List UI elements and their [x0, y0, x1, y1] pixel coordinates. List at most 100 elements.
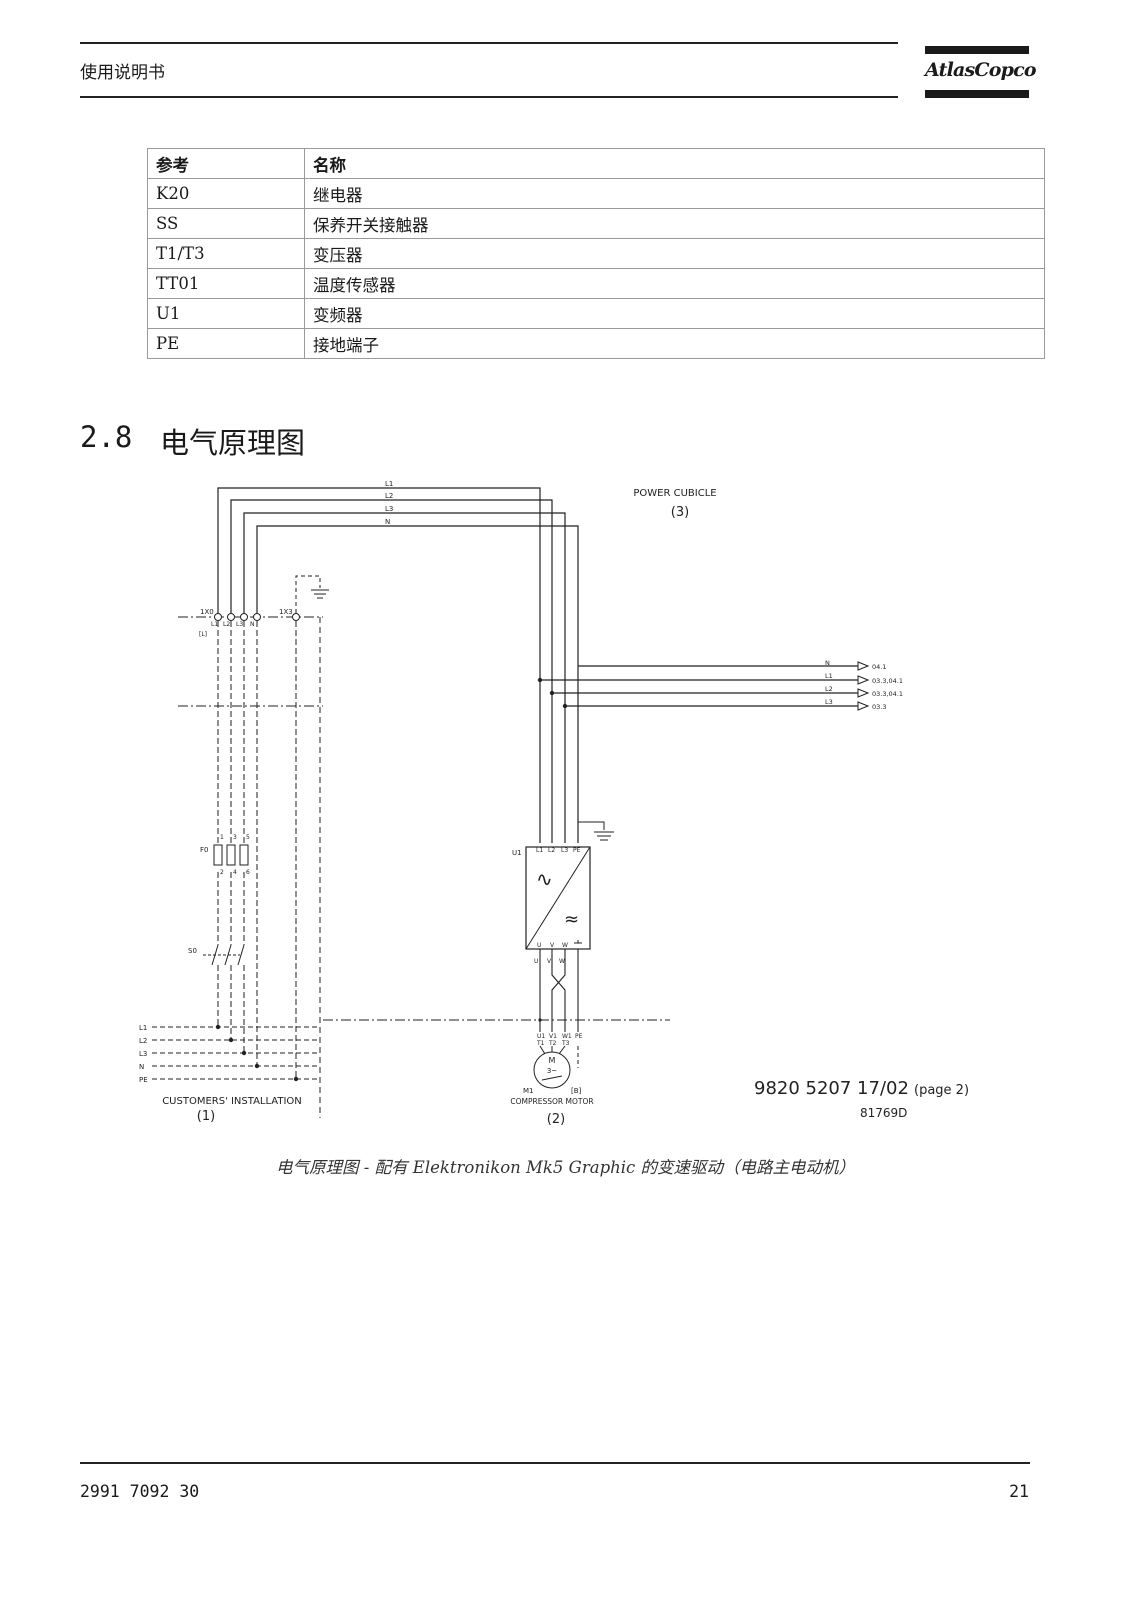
header-rule-bottom [80, 96, 898, 98]
u1-input-label: L1 [536, 847, 543, 854]
cell-reference: T1/T3 [147, 238, 305, 269]
header-rule-top [80, 42, 898, 44]
u1-input-label: L2 [548, 847, 555, 854]
terminal-1x0-sub: [L] [199, 631, 207, 638]
compressor-motor-number: (2) [547, 1112, 565, 1127]
fuse-top-number: 3 [233, 834, 237, 841]
output-line-label: L1 [825, 672, 833, 680]
u1-frequency-symbol: ≈ [564, 909, 579, 930]
motor-terminal-top: U1 [537, 1033, 545, 1040]
cell-name: 继电器 [304, 178, 1045, 209]
terminal-1x0-label: 1X0 [200, 608, 214, 616]
output-ref: 03.3 [872, 703, 886, 711]
diagram-caption: 电气原理图 - 配有 Elektronikon Mk5 Graphic 的变速驱… [275, 1158, 856, 1177]
customers-installation-number: (1) [197, 1109, 215, 1124]
motor-phase: 3~ [547, 1067, 557, 1075]
fuse-bottom-number: 4 [233, 869, 237, 876]
u1-output-vertical: W [559, 958, 565, 965]
cell-reference: TT01 [147, 268, 305, 299]
supply-line-label: N [385, 518, 390, 526]
customer-line-label: L1 [139, 1024, 147, 1032]
fuse-bottom-number: 2 [220, 869, 224, 876]
cell-name: 保养开关接触器 [304, 208, 1045, 239]
output-ref: 03.3,04.1 [872, 677, 903, 685]
motor-terminal-bottom: T1 [536, 1040, 545, 1047]
output-ref: 03.3,04.1 [872, 690, 903, 698]
manual-title: 使用说明书 [80, 63, 165, 83]
cell-name: 变频器 [304, 298, 1045, 329]
terminal-1x0-line: L3 [236, 621, 243, 628]
page-number: 21 [1009, 1482, 1029, 1501]
document-number: 2991 7092 30 [80, 1482, 200, 1501]
cell-reference: U1 [147, 298, 305, 329]
motor-terminal-top: W1 [562, 1033, 572, 1040]
u1-output-label: V [550, 942, 555, 949]
fuse-bottom-number: 6 [246, 869, 250, 876]
supply-line-label: L1 [385, 480, 393, 488]
cell-reference: PE [147, 328, 305, 359]
cell-name: 接地端子 [304, 328, 1045, 359]
customer-line-label: L2 [139, 1037, 147, 1045]
column-header-reference: 参考 [147, 148, 305, 179]
logo-bar-bottom [925, 90, 1029, 98]
motor-terminal-bottom: T3 [561, 1040, 570, 1047]
section-number: 2.8 [80, 420, 133, 454]
drawing-page: (page 2) [914, 1083, 969, 1098]
customer-line-label: N [139, 1063, 144, 1071]
motor-bracket: [B] [571, 1087, 582, 1095]
u1-output-vertical: U [534, 958, 538, 965]
fuse-top-number: 5 [246, 834, 250, 841]
output-ref: 04.1 [872, 663, 886, 671]
customer-line-label: L3 [139, 1050, 147, 1058]
terminal-1x0-line: L2 [223, 621, 230, 628]
u1-sine-symbol: ∿ [536, 867, 553, 891]
motor-terminal-top: V1 [549, 1033, 557, 1040]
u1-output-vertical: V [547, 958, 552, 965]
fuse-label: F0 [200, 846, 208, 854]
logo-bar-top [925, 46, 1029, 54]
u1-output-label: W [562, 942, 568, 949]
cell-reference: SS [147, 208, 305, 239]
section-title: 电气原理图 [160, 426, 306, 460]
table-header-row: 参考 名称 [147, 148, 1045, 179]
logo-wordmark: AtlasCopco [925, 59, 1037, 81]
customers-installation-label: CUSTOMERS' INSTALLATION [162, 1096, 302, 1107]
cell-name: 变压器 [304, 238, 1045, 269]
supply-line-label: L2 [385, 492, 393, 500]
u1-input-label: L3 [561, 847, 568, 854]
terminal-1x3-label: 1X3 [279, 608, 293, 616]
output-line-label: L2 [825, 685, 833, 693]
terminal-1x0-line: L1 [211, 621, 218, 628]
u1-output-label: U [537, 942, 541, 949]
power-cubicle-number: (3) [671, 505, 689, 520]
atlas-copco-logo: AtlasCopco [925, 46, 1037, 98]
power-cubicle-label: POWER CUBICLE [633, 488, 716, 499]
motor-terminal-bottom: T2 [548, 1040, 557, 1047]
output-line-label: N [825, 659, 830, 667]
terminal-1x0-line: N [250, 621, 255, 628]
output-line-label: L3 [825, 698, 833, 706]
cell-name: 温度传感器 [304, 268, 1045, 299]
motor-terminal-top: PE [575, 1033, 583, 1040]
fuse-top-number: 1 [220, 834, 224, 841]
compressor-motor-label: COMPRESSOR MOTOR [510, 1097, 593, 1106]
supply-line-label: L3 [385, 505, 393, 513]
switch-label: S0 [188, 947, 197, 955]
column-header-name: 名称 [304, 148, 1045, 179]
footer-rule [80, 1462, 1030, 1464]
u1-input-label: PE [573, 847, 581, 854]
drawing-id: 81769D [860, 1106, 907, 1120]
electrical-diagram: L1 L2 L3 N POWER CUBICLE (3) N L1 L2 L3 … [139, 480, 969, 1127]
drawing-number: 9820 5207 17/02 [754, 1078, 909, 1099]
motor-ref: M1 [523, 1087, 534, 1095]
cell-reference: K20 [147, 178, 305, 209]
u1-label: U1 [512, 849, 522, 857]
customer-line-label: PE [139, 1076, 148, 1084]
